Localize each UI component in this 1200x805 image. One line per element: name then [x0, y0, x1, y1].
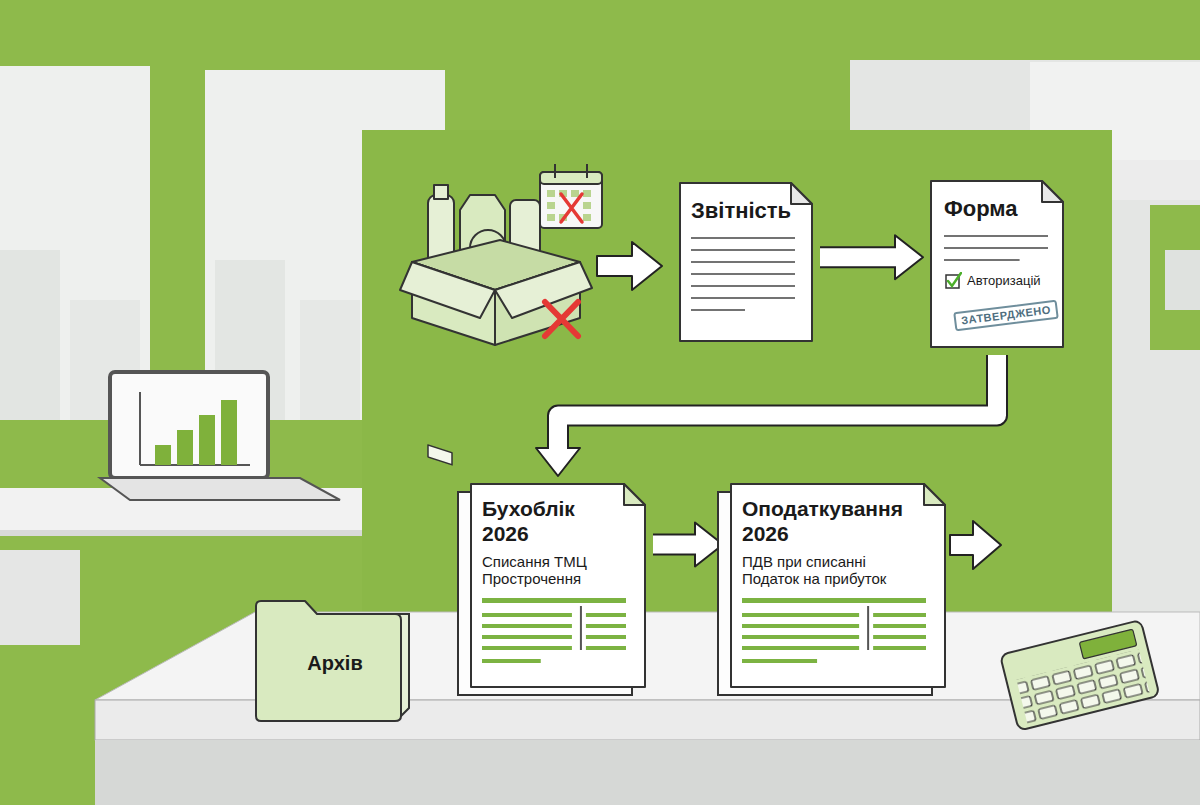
flow-connector: [536, 355, 997, 476]
stamp-text: ЗАТВЕРДЖЕНО: [961, 304, 1052, 328]
node-body: Авторизацій: [967, 273, 1041, 288]
arrow-head: [536, 448, 580, 476]
node-heading: Архів: [263, 652, 407, 676]
document-lines-art: [944, 230, 1052, 272]
arrow-head: [695, 523, 723, 567]
arrow-shaft: [653, 536, 699, 554]
node-heading: Оподаткування 2026: [742, 497, 932, 547]
document-lines: [691, 232, 803, 324]
laptop: [100, 372, 340, 500]
document-lines-art: [691, 232, 799, 324]
calculator: [1000, 620, 1160, 731]
flow-arrow: [597, 242, 662, 290]
document-lines: [944, 230, 1054, 272]
archive-folder: Архів: [255, 600, 415, 722]
document-box: ФормаАвторизаційЗАТВЕРДЖЕНО: [930, 180, 1064, 348]
approval-stamp: ЗАТВЕРДЖЕНО: [953, 300, 1059, 332]
document-box: Звітність: [679, 182, 813, 342]
arrow-shaft: [820, 248, 899, 266]
flow-arrow: [950, 521, 1001, 569]
node-heading: Звітність: [691, 198, 803, 224]
flow-connector: [653, 523, 723, 567]
document-box: Оподаткування 2026ПДВ при списанні Подат…: [730, 483, 946, 688]
document-lines: [482, 596, 636, 668]
arrow-head: [895, 235, 923, 279]
arrow-shaft: [558, 355, 997, 452]
node-body: Списання ТМЦ Прострочення: [482, 553, 632, 588]
arrow-shaft-outline: [558, 355, 997, 448]
panel: [362, 130, 1112, 612]
document-lines: [742, 596, 936, 668]
document-lines-art: [482, 596, 632, 668]
document-lines-art: [742, 596, 932, 668]
node-heading: Форма: [944, 196, 1054, 222]
checkbox-icon: [944, 272, 962, 290]
document-box: Бухоблік 2026Списання ТМЦ Прострочення: [470, 483, 646, 688]
node-heading: Бухоблік 2026: [482, 497, 612, 547]
node-body: ПДВ при списанні Податок на прибуток: [742, 553, 907, 588]
desk: [95, 612, 1200, 805]
checkbox-row: Авторизацій: [944, 272, 1054, 290]
flow-connector: [820, 235, 923, 279]
calendar-icon: [540, 164, 602, 228]
